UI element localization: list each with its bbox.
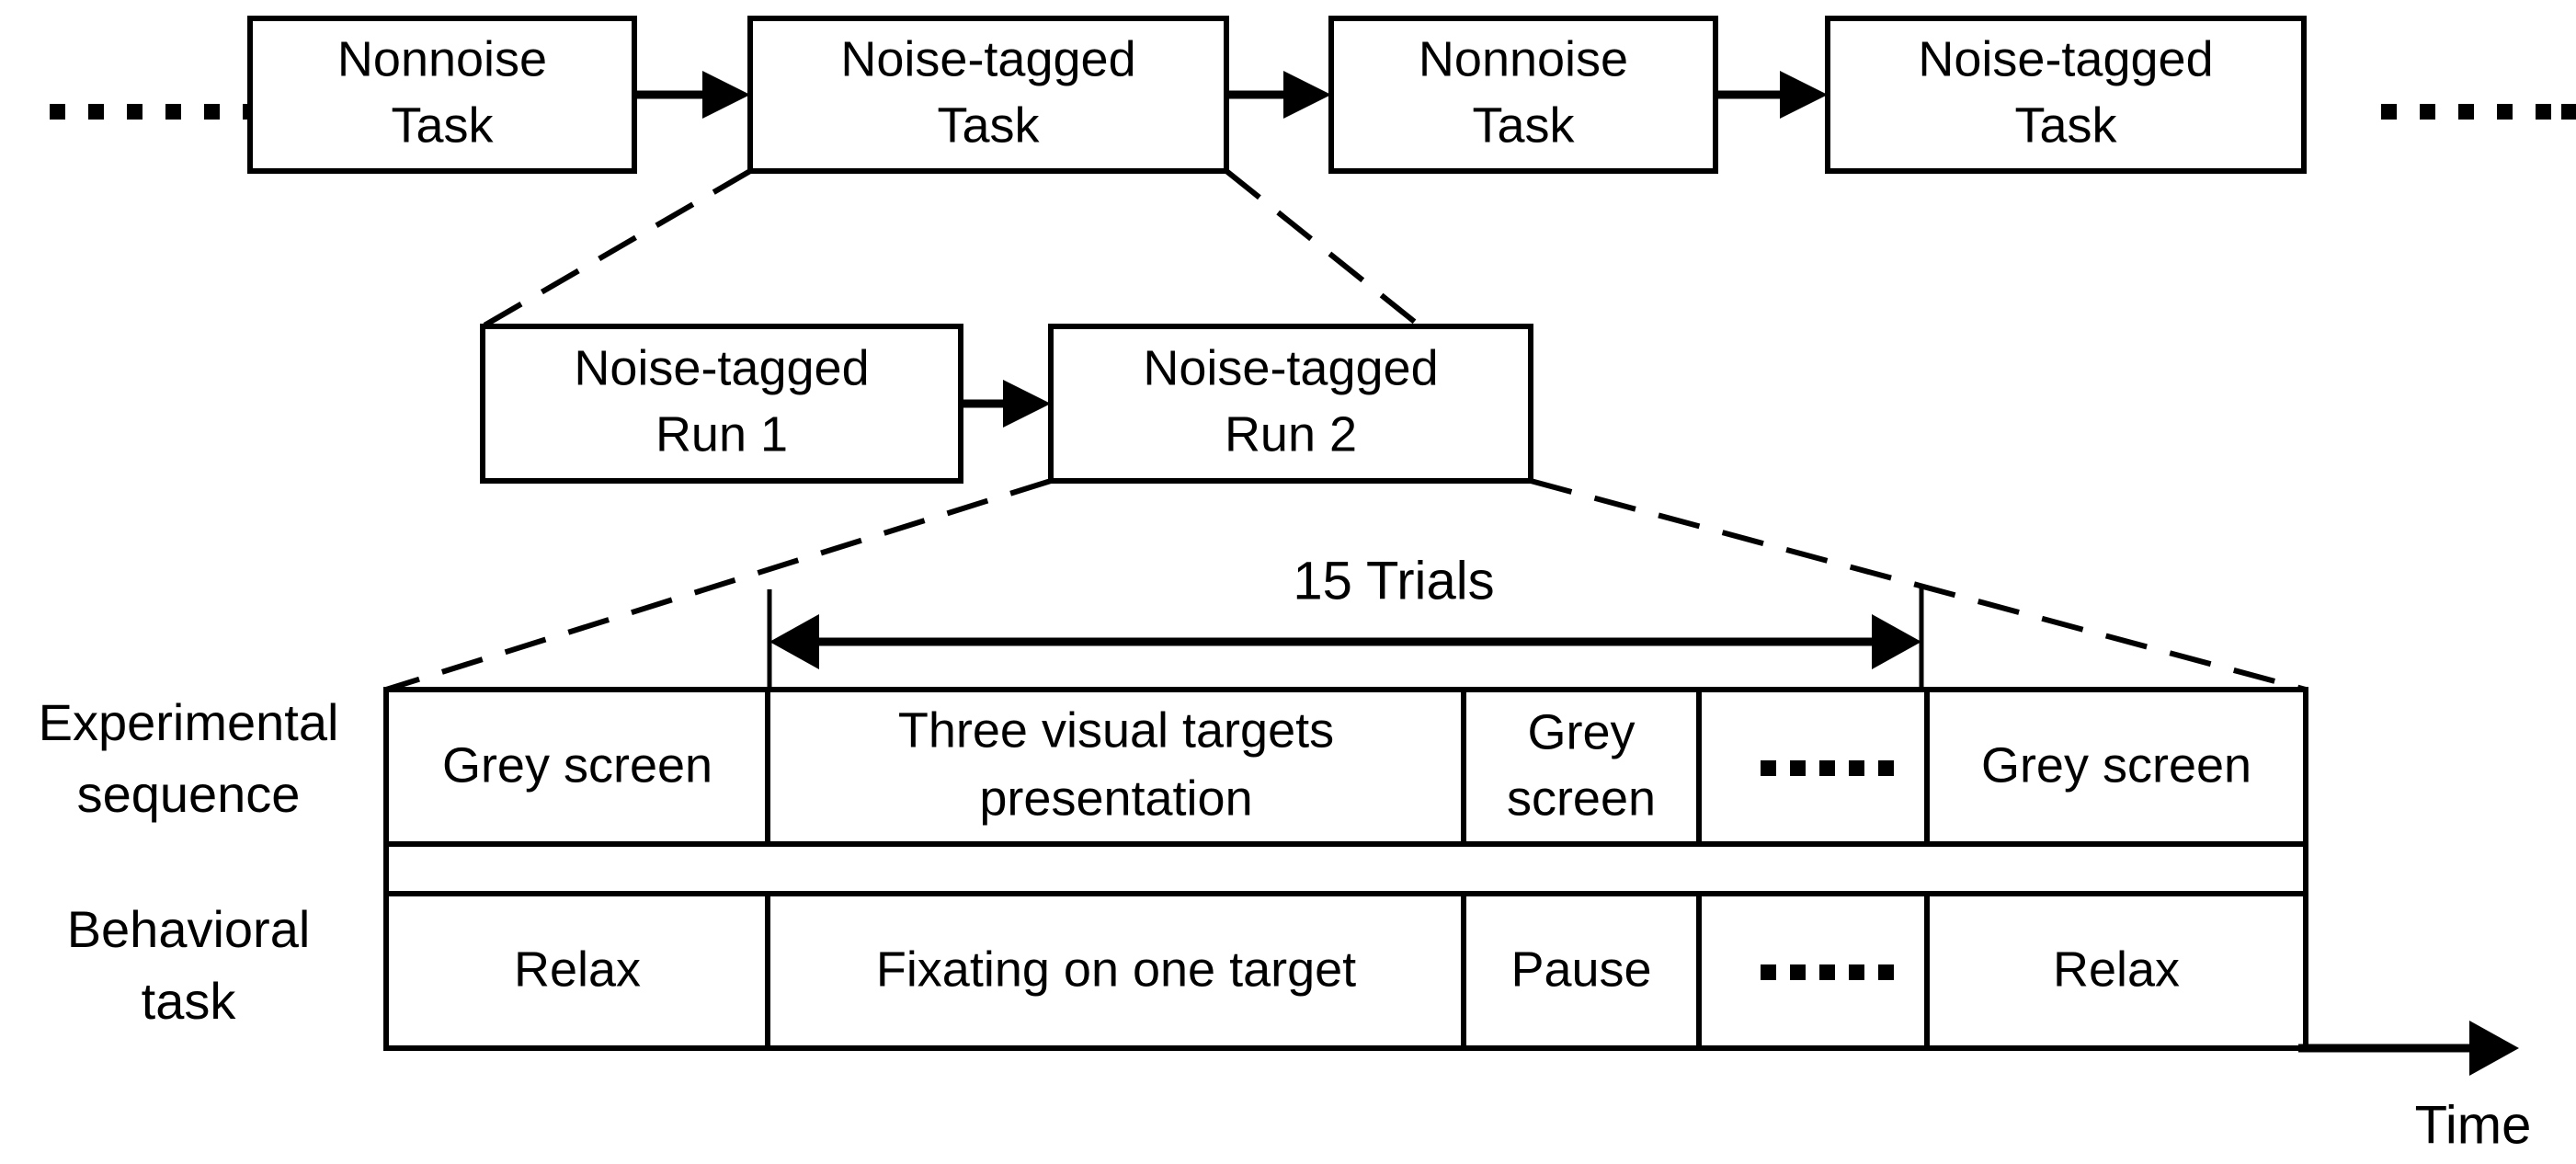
beh-cell-1-line1: Relax [514, 941, 641, 997]
beh-task-label-line2: task [142, 972, 237, 1030]
task-box-4-line2: Task [2014, 97, 2117, 153]
exp-cell-3-line1: Grey [1527, 704, 1635, 759]
exp-cell-2-line1: Three visual targets [898, 702, 1334, 758]
left-ellipsis-icon [50, 104, 258, 120]
task-box-nonnoise-1: Nonnoise Task [247, 16, 637, 174]
task-box-1-line1: Nonnoise [337, 31, 547, 86]
task-arrow-2-icon [1226, 71, 1331, 119]
exp-seq-label-line2: sequence [77, 765, 301, 823]
row-label-experimental-sequence: Experimental sequence [39, 693, 339, 823]
run-box-2-line2: Run 2 [1225, 406, 1357, 462]
task-box-nonnoise-2: Nonnoise Task [1328, 16, 1718, 174]
exp-cell-5-line1: Grey screen [1981, 737, 2251, 793]
task-box-1-line2: Task [391, 97, 494, 153]
right-ellipsis-icon [2381, 104, 2576, 120]
run-box-2: Noise-tagged Run 2 [1048, 324, 1533, 484]
beh-cell-2 [765, 891, 1466, 1051]
exp-cell-2-line2: presentation [979, 770, 1252, 826]
task-box-2-line2: Task [937, 97, 1040, 153]
beh-task-label-line1: Behavioral [67, 900, 311, 958]
trials-count-label: 15 Trials [1293, 551, 1494, 611]
expand-connector-run-to-trials [385, 478, 2307, 692]
task-box-3-line2: Task [1472, 97, 1575, 153]
beh-cell-5-line1: Relax [2053, 941, 2180, 997]
exp-cell-3 [1461, 687, 1702, 847]
task-arrow-1-icon [634, 71, 750, 119]
run-box-1-line2: Run 1 [655, 406, 788, 462]
row-gap-strip [383, 841, 2308, 896]
behavioral-task-row: Relax Fixating on one target Pause Relax [383, 891, 2308, 1051]
task-box-2-line1: Noise-tagged [840, 31, 1135, 86]
exp-cell-3-line2: screen [1507, 770, 1656, 826]
exp-cell-1-line1: Grey screen [442, 737, 712, 793]
exp-cell-1 [383, 687, 770, 847]
run-box-1-line1: Noise-tagged [574, 340, 869, 395]
time-axis-arrow-icon [2298, 1021, 2519, 1076]
task-box-3-line1: Nonnoise [1419, 31, 1628, 86]
beh-cell-2-line1: Fixating on one target [876, 941, 1356, 997]
exp-seq-label-line1: Experimental [39, 693, 339, 751]
exp-cell-4-ellipsis-icon [1761, 760, 1894, 776]
task-box-noise-tagged-2: Noise-tagged Task [1825, 16, 2307, 174]
expand-connector-task-to-run [481, 168, 1422, 329]
beh-cell-1 [383, 891, 770, 1051]
beh-cell-3-line1: Pause [1510, 941, 1651, 997]
beh-cell-4-ellipsis-icon [1761, 964, 1894, 980]
task-box-4-line1: Noise-tagged [1918, 31, 2213, 86]
trial-span-ticks [767, 586, 1924, 691]
run-arrow-icon [961, 380, 1051, 428]
beh-cell-3 [1461, 891, 1702, 1051]
task-box-noise-tagged-1: Noise-tagged Task [747, 16, 1229, 174]
experimental-sequence-row: Grey screen Three visual targets present… [383, 687, 2308, 847]
beh-cell-5 [1924, 891, 2308, 1051]
time-axis-label: Time [2415, 1095, 2532, 1155]
trial-span-arrow-icon [769, 614, 1921, 669]
run-box-2-line1: Noise-tagged [1143, 340, 1438, 395]
row-label-behavioral-task: Behavioral task [67, 900, 311, 1030]
task-arrow-3-icon [1715, 71, 1828, 119]
run-box-1: Noise-tagged Run 1 [480, 324, 963, 484]
